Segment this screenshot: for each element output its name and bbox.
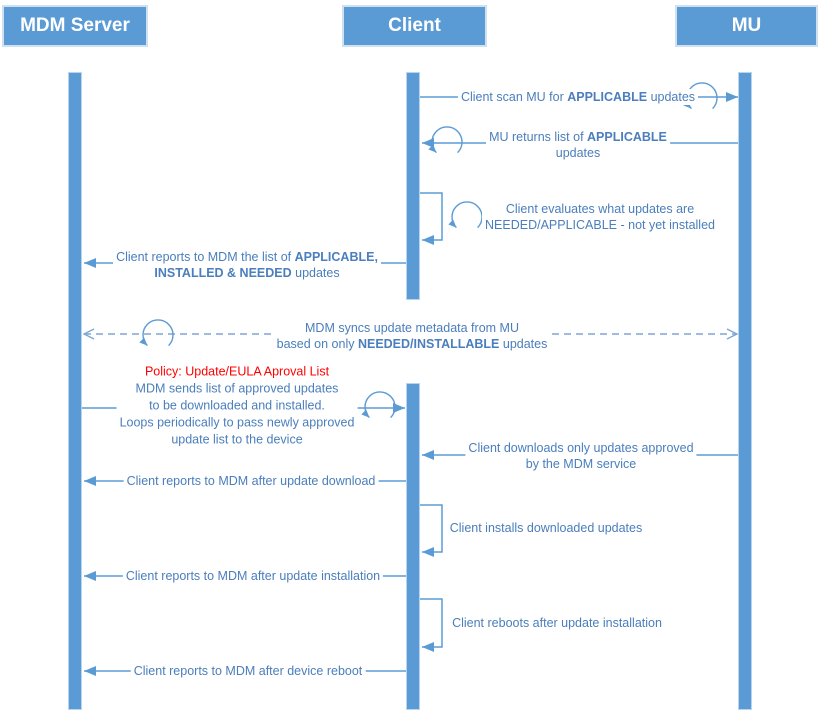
actor-label-client: Client <box>388 15 441 36</box>
actor-box-mu: MU <box>675 5 818 47</box>
message-text: Client reports to MDM the list of <box>116 250 295 264</box>
loop-icon-sync <box>143 320 173 346</box>
loop-icon-evaluates <box>452 202 482 228</box>
message-text: to be downloaded and installed. <box>149 398 325 413</box>
message-label-client-reports-list: Client reports to MDM the list of APPLIC… <box>113 249 381 281</box>
message-label-client-downloads: Client downloads only updates approved b… <box>465 440 697 472</box>
loop-icon-returns <box>432 127 462 153</box>
message-label-report-after-reboot: Client reports to MDM after device reboo… <box>130 663 366 679</box>
message-text: Client reports to MDM after update insta… <box>125 569 381 583</box>
message-text: Client installs downloaded updates <box>449 521 643 535</box>
message-text: by the MDM service <box>525 457 637 471</box>
actor-box-client: Client <box>342 5 487 47</box>
message-text-bold: APPLICABLE <box>567 90 648 104</box>
message-text: Client downloads only updates approved <box>468 441 694 455</box>
actor-label-mdm-server: MDM Server <box>20 15 130 36</box>
message-label-report-after-download: Client reports to MDM after update downl… <box>123 473 379 489</box>
policy-annotation: Policy: Update/EULA Aproval List <box>144 364 330 379</box>
message-text: based on only <box>276 337 358 351</box>
message-text: Client evaluates what updates are <box>505 202 695 216</box>
self-arrow-client-evaluates <box>420 192 443 245</box>
message-text: MU returns list of <box>489 130 588 144</box>
loop-icon-policy <box>365 392 395 418</box>
message-label-client-installs: Client installs downloaded updates <box>446 520 646 536</box>
message-text: Loops periodically to pass newly approve… <box>119 415 355 430</box>
message-text: MDM sends list of approved updates <box>135 381 339 396</box>
message-text: NEEDED/APPLICABLE - not yet installed <box>485 218 715 232</box>
self-arrow-client-installs <box>420 504 443 557</box>
activation-bar-mu <box>738 72 752 710</box>
message-label-mdm-syncs: MDM syncs update metadata from MU based … <box>273 320 551 352</box>
message-label-client-reboots: Client reboots after update installation <box>449 615 665 631</box>
self-arrow-client-reboots <box>420 598 443 652</box>
message-label-client-evaluates: Client evaluates what updates are NEEDED… <box>482 201 718 233</box>
message-text: update list to the device <box>171 432 303 447</box>
activation-bar-client-top <box>406 72 420 300</box>
message-text: updates <box>647 90 696 104</box>
message-text-bold: INSTALLED & NEEDED <box>154 266 292 280</box>
message-label-client-scan: Client scan MU for APPLICABLE updates <box>457 89 699 105</box>
message-text: Client reboots after update installation <box>452 616 662 630</box>
message-text: Client scan MU for <box>460 90 568 104</box>
message-text: MDM syncs update metadata from MU <box>305 321 519 335</box>
message-label-mu-returns: MU returns list of APPLICABLE updates <box>486 129 670 161</box>
message-text-bold: APPLICABLE <box>587 130 667 144</box>
actor-label-mu: MU <box>731 15 762 36</box>
message-text: updates <box>499 337 548 351</box>
message-text-bold: APPLICABLE, <box>294 250 378 264</box>
message-text: Client reports to MDM after update downl… <box>126 474 376 488</box>
message-label-report-after-installation: Client reports to MDM after update insta… <box>122 568 384 584</box>
message-text: updates <box>291 266 340 280</box>
message-text: Client reports to MDM after device reboo… <box>133 664 363 678</box>
activation-bar-mdm <box>68 72 82 710</box>
message-label-policy-approved-list: Policy: Update/EULA Aproval List MDM sen… <box>116 363 358 449</box>
activation-bar-client-bottom <box>406 383 420 710</box>
actor-box-mdm-server: MDM Server <box>2 5 148 47</box>
message-text-bold: NEEDED/INSTALLABLE <box>357 337 500 351</box>
message-text: updates <box>555 146 601 160</box>
